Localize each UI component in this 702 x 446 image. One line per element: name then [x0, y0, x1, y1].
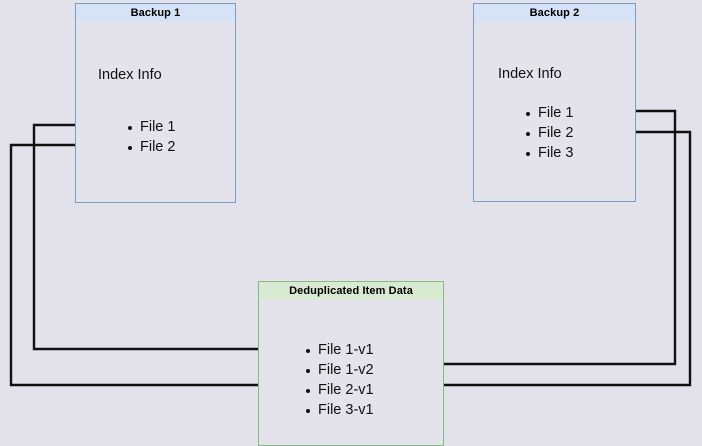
node-dedup-header: Deduplicated Item Data [259, 282, 443, 301]
dedup-item: File 1-v2 [305, 360, 374, 380]
backup-2-file-item: File 2 [525, 123, 573, 143]
node-backup-2-body: Index Info File 1 File 2 File 3 [474, 22, 635, 201]
backup-1-index-info-label: Index Info [98, 67, 162, 83]
backup-2-file-item: File 1 [525, 103, 573, 123]
node-backup-2-header: Backup 2 [474, 4, 635, 23]
dedup-item: File 2-v1 [305, 380, 374, 400]
node-backup-1-header: Backup 1 [76, 4, 235, 23]
backup-1-file-item: File 2 [127, 137, 175, 157]
backup-2-file-list: File 1 File 2 File 3 [525, 103, 573, 163]
backup-1-file-list: File 1 File 2 [127, 117, 175, 157]
node-dedup-body: File 1-v1 File 1-v2 File 2-v1 File 3-v1 [259, 300, 443, 445]
node-backup-1-body: Index Info File 1 File 2 [76, 22, 235, 202]
dedup-item: File 1-v1 [305, 340, 374, 360]
dedup-item-list: File 1-v1 File 1-v2 File 2-v1 File 3-v1 [305, 340, 374, 420]
node-backup-1: Backup 1 Index Info File 1 File 2 [75, 3, 236, 203]
backup-2-index-info-label: Index Info [498, 66, 562, 82]
node-backup-2: Backup 2 Index Info File 1 File 2 File 3 [473, 3, 636, 202]
backup-2-file-item: File 3 [525, 143, 573, 163]
dedup-item: File 3-v1 [305, 400, 374, 420]
node-deduplicated-item-data: Deduplicated Item Data File 1-v1 File 1-… [258, 281, 444, 446]
backup-1-file-item: File 1 [127, 117, 175, 137]
